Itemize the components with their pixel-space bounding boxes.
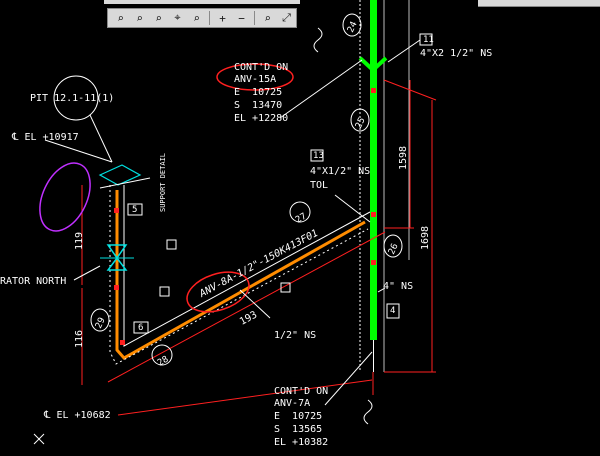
tag-box-4 — [386, 303, 400, 319]
tag-11-number: 11 — [423, 35, 434, 45]
top-toolbar-strip — [104, 0, 300, 4]
cl-el-bottom-label: ℄ EL +10682 — [44, 410, 111, 421]
contd-bottom-line4: S 13565 — [274, 424, 323, 435]
bubble-29 — [90, 308, 110, 332]
valve-icon — [106, 244, 128, 260]
zoom-in-icon[interactable]: + — [219, 11, 226, 25]
zoom-extents-icon[interactable]: ⤢ — [282, 11, 291, 24]
rator-north-label: RATOR NORTH — [0, 276, 67, 287]
tag-13-text1: 4"X1/2" NS — [310, 166, 371, 177]
toolbar-separator — [254, 11, 255, 25]
contd-top-line5: EL +12280 — [234, 113, 289, 124]
zoom-dynamic-icon[interactable]: ⌕ — [136, 11, 143, 25]
rator-leader — [73, 265, 101, 281]
pit-box — [98, 164, 142, 186]
bubble-25 — [350, 108, 370, 132]
contd-top-line1: CONT'D ON — [234, 62, 289, 73]
contd-bottom-line3: E 10725 — [274, 411, 323, 422]
contd-bottom-line1: CONT'D ON — [274, 386, 329, 397]
tag-13-leader — [334, 194, 371, 223]
pipe-size-4ns: 4" NS — [383, 281, 414, 292]
zoom-all-icon[interactable]: ⌕ — [264, 11, 271, 25]
branch-pipe-outline-2 — [123, 185, 371, 347]
contd-bottom-line2: ANV-7A — [274, 398, 311, 409]
bubble-27 — [289, 201, 311, 223]
pit-callout-circle — [53, 75, 99, 121]
dimension-1598: 1598 — [398, 145, 409, 170]
contd-bottom-leader — [324, 351, 373, 406]
contd-top-line2: ANV-15A — [234, 74, 277, 85]
zoom-center-icon[interactable]: ⌖ — [174, 11, 181, 24]
tag-box-5 — [127, 203, 143, 216]
highlight-ellipse-top — [216, 63, 294, 91]
support-leader — [99, 177, 151, 189]
half-ns-leader — [239, 289, 271, 319]
highlight-ellipse-magenta — [39, 162, 91, 232]
marker — [114, 208, 119, 213]
ucs-icon-b — [33, 433, 45, 445]
break-symbol-top — [313, 27, 323, 53]
bubble-28 — [151, 344, 173, 366]
tag-box-6 — [133, 321, 149, 334]
tag-6-number: 6 — [138, 323, 144, 333]
zoom-window-icon[interactable]: ⌕ — [117, 11, 124, 25]
cl-el-top-label: ℄ EL +10917 — [12, 132, 79, 143]
zoom-toolbar: ⌕ ⌕ ⌕ ⌖ ⌕ +− ⌕ ⤢ — [107, 8, 297, 28]
zoom-scale-icon[interactable]: ⌕ — [155, 11, 162, 25]
dimension-119: 119 — [74, 231, 85, 250]
cl-leader — [44, 139, 113, 163]
tee-branch-right — [371, 56, 388, 72]
support-box — [159, 286, 170, 297]
contd-top-leader — [279, 59, 363, 119]
zoom-out-icon[interactable]: − — [238, 11, 245, 25]
dimension-line-193 — [107, 231, 386, 383]
marker — [371, 212, 376, 217]
tag-13-number: 13 — [313, 151, 324, 161]
toolbar-separator — [209, 11, 210, 25]
tag-box-11 — [419, 33, 433, 46]
bubble-26 — [383, 234, 403, 258]
tee-branch-left — [358, 56, 375, 72]
support-box — [166, 239, 177, 250]
contd-bottom-line5: EL +10382 — [274, 437, 329, 448]
pit-leader — [89, 114, 113, 163]
bubble-24 — [342, 13, 362, 37]
tag-4-number: 4 — [390, 306, 396, 316]
highlight-ellipse-line — [186, 271, 250, 313]
tag-5-number: 5 — [132, 205, 138, 215]
contd-top-line3: E 10725 — [234, 87, 283, 98]
marker — [371, 88, 376, 93]
main-pipe[interactable] — [370, 0, 377, 340]
support-box — [280, 282, 291, 293]
tag-11-text: 4"X2 1/2" NS — [420, 48, 493, 59]
four-ns-leader — [377, 287, 386, 293]
dimension-116: 116 — [74, 329, 85, 348]
top-right-toolbar-strip — [478, 0, 600, 7]
pit-label: PIT 12.1-11(1) — [30, 93, 115, 104]
tag-box-13 — [310, 149, 324, 162]
contd-top-line4: S 13470 — [234, 100, 283, 111]
support-detail-text: SUPPORT DETAIL — [159, 152, 167, 212]
marker — [114, 285, 119, 290]
extension-line-top — [383, 79, 437, 101]
extension-line-bottom-left — [117, 379, 373, 416]
dimension-1698: 1698 — [420, 225, 431, 250]
marker — [120, 340, 125, 345]
marker — [371, 260, 376, 265]
valve-icon-lower — [106, 256, 128, 271]
break-symbol-bottom — [363, 399, 373, 425]
tag-13-text2: TOL — [310, 180, 329, 191]
pipe-size-half-ns: 1/2" NS — [274, 330, 317, 341]
zoom-object-icon[interactable]: ⌕ — [193, 11, 200, 25]
tag-11-leader — [387, 39, 421, 63]
